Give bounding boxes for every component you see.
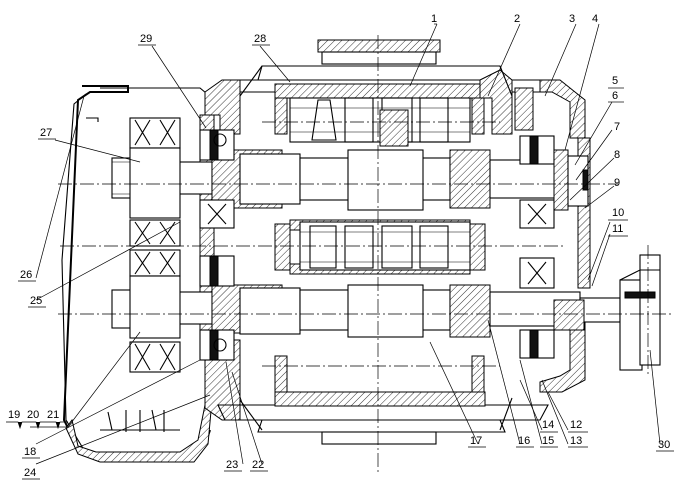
label-15: 15 <box>542 435 554 447</box>
label-18: 18 <box>24 446 36 458</box>
label-1: 1 <box>431 13 437 25</box>
label-11: 11 <box>612 223 623 235</box>
label-4: 4 <box>592 13 598 25</box>
label-10: 10 <box>612 207 624 219</box>
label-6: 6 <box>612 90 618 102</box>
right-bearings <box>519 135 589 359</box>
upper-shaft <box>111 109 561 211</box>
label-20: 20 <box>27 409 39 421</box>
label-28: 28 <box>254 33 266 45</box>
label-16: 16 <box>518 435 530 447</box>
label-22: 22 <box>252 459 264 471</box>
label-8: 8 <box>614 149 620 161</box>
label-25: 25 <box>30 295 42 307</box>
label-3: 3 <box>569 13 575 25</box>
label-30: 30 <box>658 439 670 451</box>
center-lines <box>58 35 672 475</box>
label-17: 17 <box>470 435 482 447</box>
label-23: 23 <box>226 459 238 471</box>
label-2: 2 <box>514 13 520 25</box>
lower-shaft <box>111 284 621 338</box>
label-24: 24 <box>24 467 36 479</box>
part-labels: 1 2 3 4 5 6 7 8 9 10 11 12 13 14 15 16 1… <box>8 13 670 479</box>
label-13: 13 <box>570 435 582 447</box>
label-14: 14 <box>542 419 554 431</box>
label-21: 21 <box>47 409 59 421</box>
leader-lines <box>30 23 661 465</box>
label-27: 27 <box>40 127 52 139</box>
label-19: 19 <box>8 409 20 421</box>
label-underlines <box>6 44 674 480</box>
label-7: 7 <box>614 121 620 133</box>
left-gear-pair <box>129 117 181 373</box>
label-26: 26 <box>20 269 32 281</box>
label-5: 5 <box>612 75 618 87</box>
left-bearings <box>199 129 235 361</box>
left-cover <box>61 85 213 463</box>
bottom-feet <box>100 409 180 432</box>
output-coupling <box>619 254 661 371</box>
label-29: 29 <box>140 33 152 45</box>
label-9: 9 <box>614 177 620 189</box>
label-12: 12 <box>570 419 582 431</box>
